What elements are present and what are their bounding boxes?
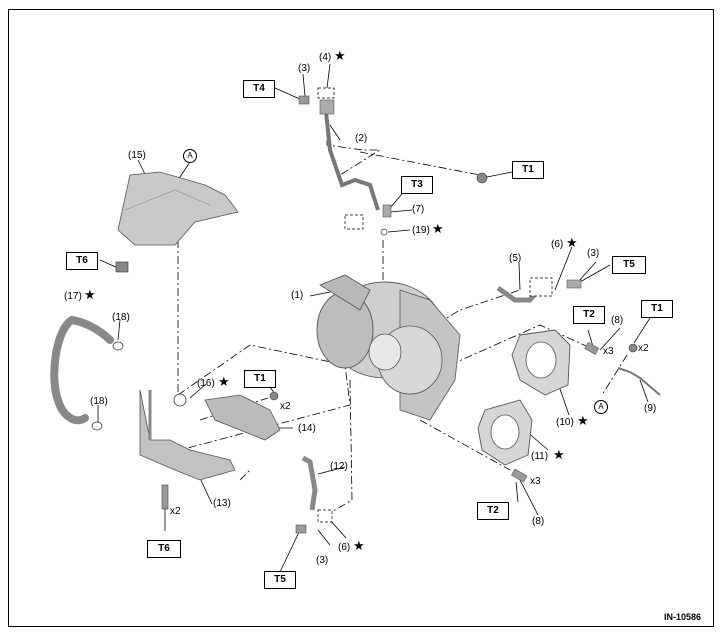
callout-11: (11) bbox=[531, 451, 549, 462]
callout-9: (9) bbox=[644, 403, 657, 414]
callout-15: (15) bbox=[128, 150, 146, 161]
callout-1: (1) bbox=[291, 290, 304, 301]
quantity-label: x3 bbox=[530, 476, 541, 487]
heat-shield-lower-shape bbox=[204, 394, 281, 441]
star-icon: ★ bbox=[553, 447, 565, 462]
callout-14: (14) bbox=[298, 423, 316, 434]
heat-shield-upper-shape bbox=[117, 171, 239, 246]
torque-box-t5: T5 bbox=[612, 256, 646, 274]
leader-lines bbox=[97, 63, 651, 573]
callout-3: (3) bbox=[587, 248, 600, 259]
callout-8: (8) bbox=[532, 516, 545, 527]
callout-6: (6) bbox=[551, 239, 564, 250]
torque-box-t2: T2 bbox=[573, 306, 605, 324]
torque-box-t6: T6 bbox=[147, 540, 181, 558]
quantity-label: x2 bbox=[280, 401, 291, 412]
reference-marker-a: A bbox=[183, 149, 197, 163]
quantity-label: x2 bbox=[638, 343, 649, 354]
reference-marker-a: A bbox=[594, 400, 608, 414]
star-icon: ★ bbox=[566, 235, 578, 250]
torque-box-t5: T5 bbox=[264, 571, 296, 589]
callout-18: (18) bbox=[112, 312, 130, 323]
figure-id: IN-10586 bbox=[664, 612, 702, 622]
callout-5: (5) bbox=[509, 253, 522, 264]
callout-8: (8) bbox=[611, 315, 624, 326]
callout-17: (17) bbox=[64, 291, 82, 302]
callout-7: (7) bbox=[412, 204, 425, 215]
oil-pipe-shape bbox=[324, 111, 380, 211]
callout-3: (3) bbox=[298, 63, 311, 74]
star-icon: ★ bbox=[84, 287, 96, 302]
bracket-shape bbox=[139, 389, 236, 481]
callout-6: (6) bbox=[338, 542, 351, 553]
callout-18: (18) bbox=[90, 396, 108, 407]
sensor-wire-shape bbox=[617, 367, 661, 396]
star-icon: ★ bbox=[218, 374, 230, 389]
torque-box-t6: T6 bbox=[66, 252, 98, 270]
callout-19: (19) bbox=[412, 225, 430, 236]
quantity-label: x2 bbox=[170, 506, 181, 517]
torque-box-t2: T2 bbox=[477, 502, 509, 520]
callout-12: (12) bbox=[330, 461, 348, 472]
diagram-frame bbox=[8, 9, 714, 627]
callout-4: (4) bbox=[319, 52, 332, 63]
callout-3: (3) bbox=[316, 555, 329, 566]
torque-box-t1: T1 bbox=[641, 300, 673, 318]
star-icon: ★ bbox=[432, 221, 444, 236]
torque-box-t1: T1 bbox=[512, 161, 544, 179]
star-icon: ★ bbox=[334, 48, 346, 63]
quantity-label: x3 bbox=[603, 346, 614, 357]
callout-2: (2) bbox=[355, 133, 368, 144]
turbocharger-shape bbox=[316, 274, 461, 421]
torque-box-t1: T1 bbox=[244, 370, 276, 388]
star-icon: ★ bbox=[577, 413, 589, 428]
star-icon: ★ bbox=[353, 538, 365, 553]
callout-16: (16) bbox=[197, 378, 215, 389]
pipe-shape bbox=[301, 455, 318, 511]
callout-10: (10) bbox=[556, 417, 574, 428]
hose-shape bbox=[50, 316, 89, 425]
callout-13: (13) bbox=[213, 498, 231, 509]
torque-box-t4: T4 bbox=[243, 80, 275, 98]
torque-box-t3: T3 bbox=[401, 176, 433, 194]
